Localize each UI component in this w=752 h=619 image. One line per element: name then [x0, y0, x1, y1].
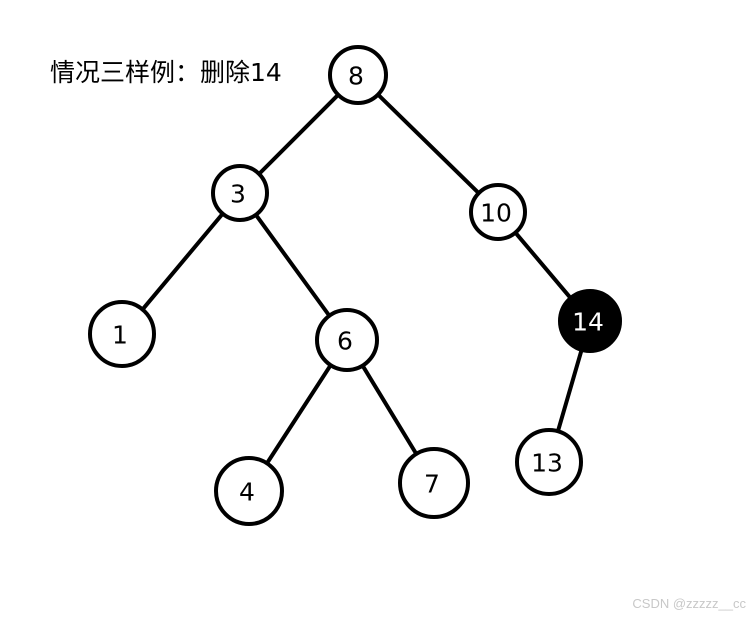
node-label-4: 4: [239, 478, 255, 507]
edge-3-1: [141, 213, 224, 310]
edge-8-3: [258, 94, 339, 175]
node-label-1: 1: [112, 321, 128, 350]
node-label-14: 14: [572, 308, 604, 337]
node-circle-8: [328, 45, 388, 105]
node-circle-13: [515, 428, 583, 496]
tree-node-1: 1: [88, 300, 156, 368]
node-label-8: 8: [348, 62, 364, 91]
tree-node-3: 3: [211, 164, 269, 222]
tree-node-13: 13: [515, 428, 583, 496]
edge-6-7: [361, 365, 418, 455]
tree-node-10: 10: [469, 183, 527, 241]
node-circle-14: [558, 289, 622, 353]
edge-10-14: [514, 232, 572, 299]
tree-node-4: 4: [214, 456, 284, 526]
node-circle-1: [88, 300, 156, 368]
tree-node-6: 6: [315, 308, 379, 372]
edge-14-13: [556, 349, 584, 432]
node-label-13: 13: [531, 449, 563, 478]
watermark: CSDN @zzzzz__cc: [632, 596, 746, 611]
node-circle-4: [214, 456, 284, 526]
node-circle-6: [315, 308, 379, 372]
edge-3-6: [255, 214, 331, 317]
node-label-3: 3: [230, 180, 246, 209]
node-label-7: 7: [424, 470, 440, 499]
tree-node-14: 14: [558, 289, 622, 353]
edge-6-4: [266, 364, 332, 464]
node-label-10: 10: [480, 199, 512, 228]
tree-node-8: 8: [328, 45, 388, 105]
node-circle-3: [211, 164, 269, 222]
node-circle-7: [398, 447, 470, 519]
caption-title: 情况三样例：删除14: [50, 58, 282, 87]
node-label-6: 6: [337, 327, 353, 356]
node-circle-10: [469, 183, 527, 241]
tree-node-7: 7: [398, 447, 470, 519]
edge-8-10: [377, 93, 480, 194]
